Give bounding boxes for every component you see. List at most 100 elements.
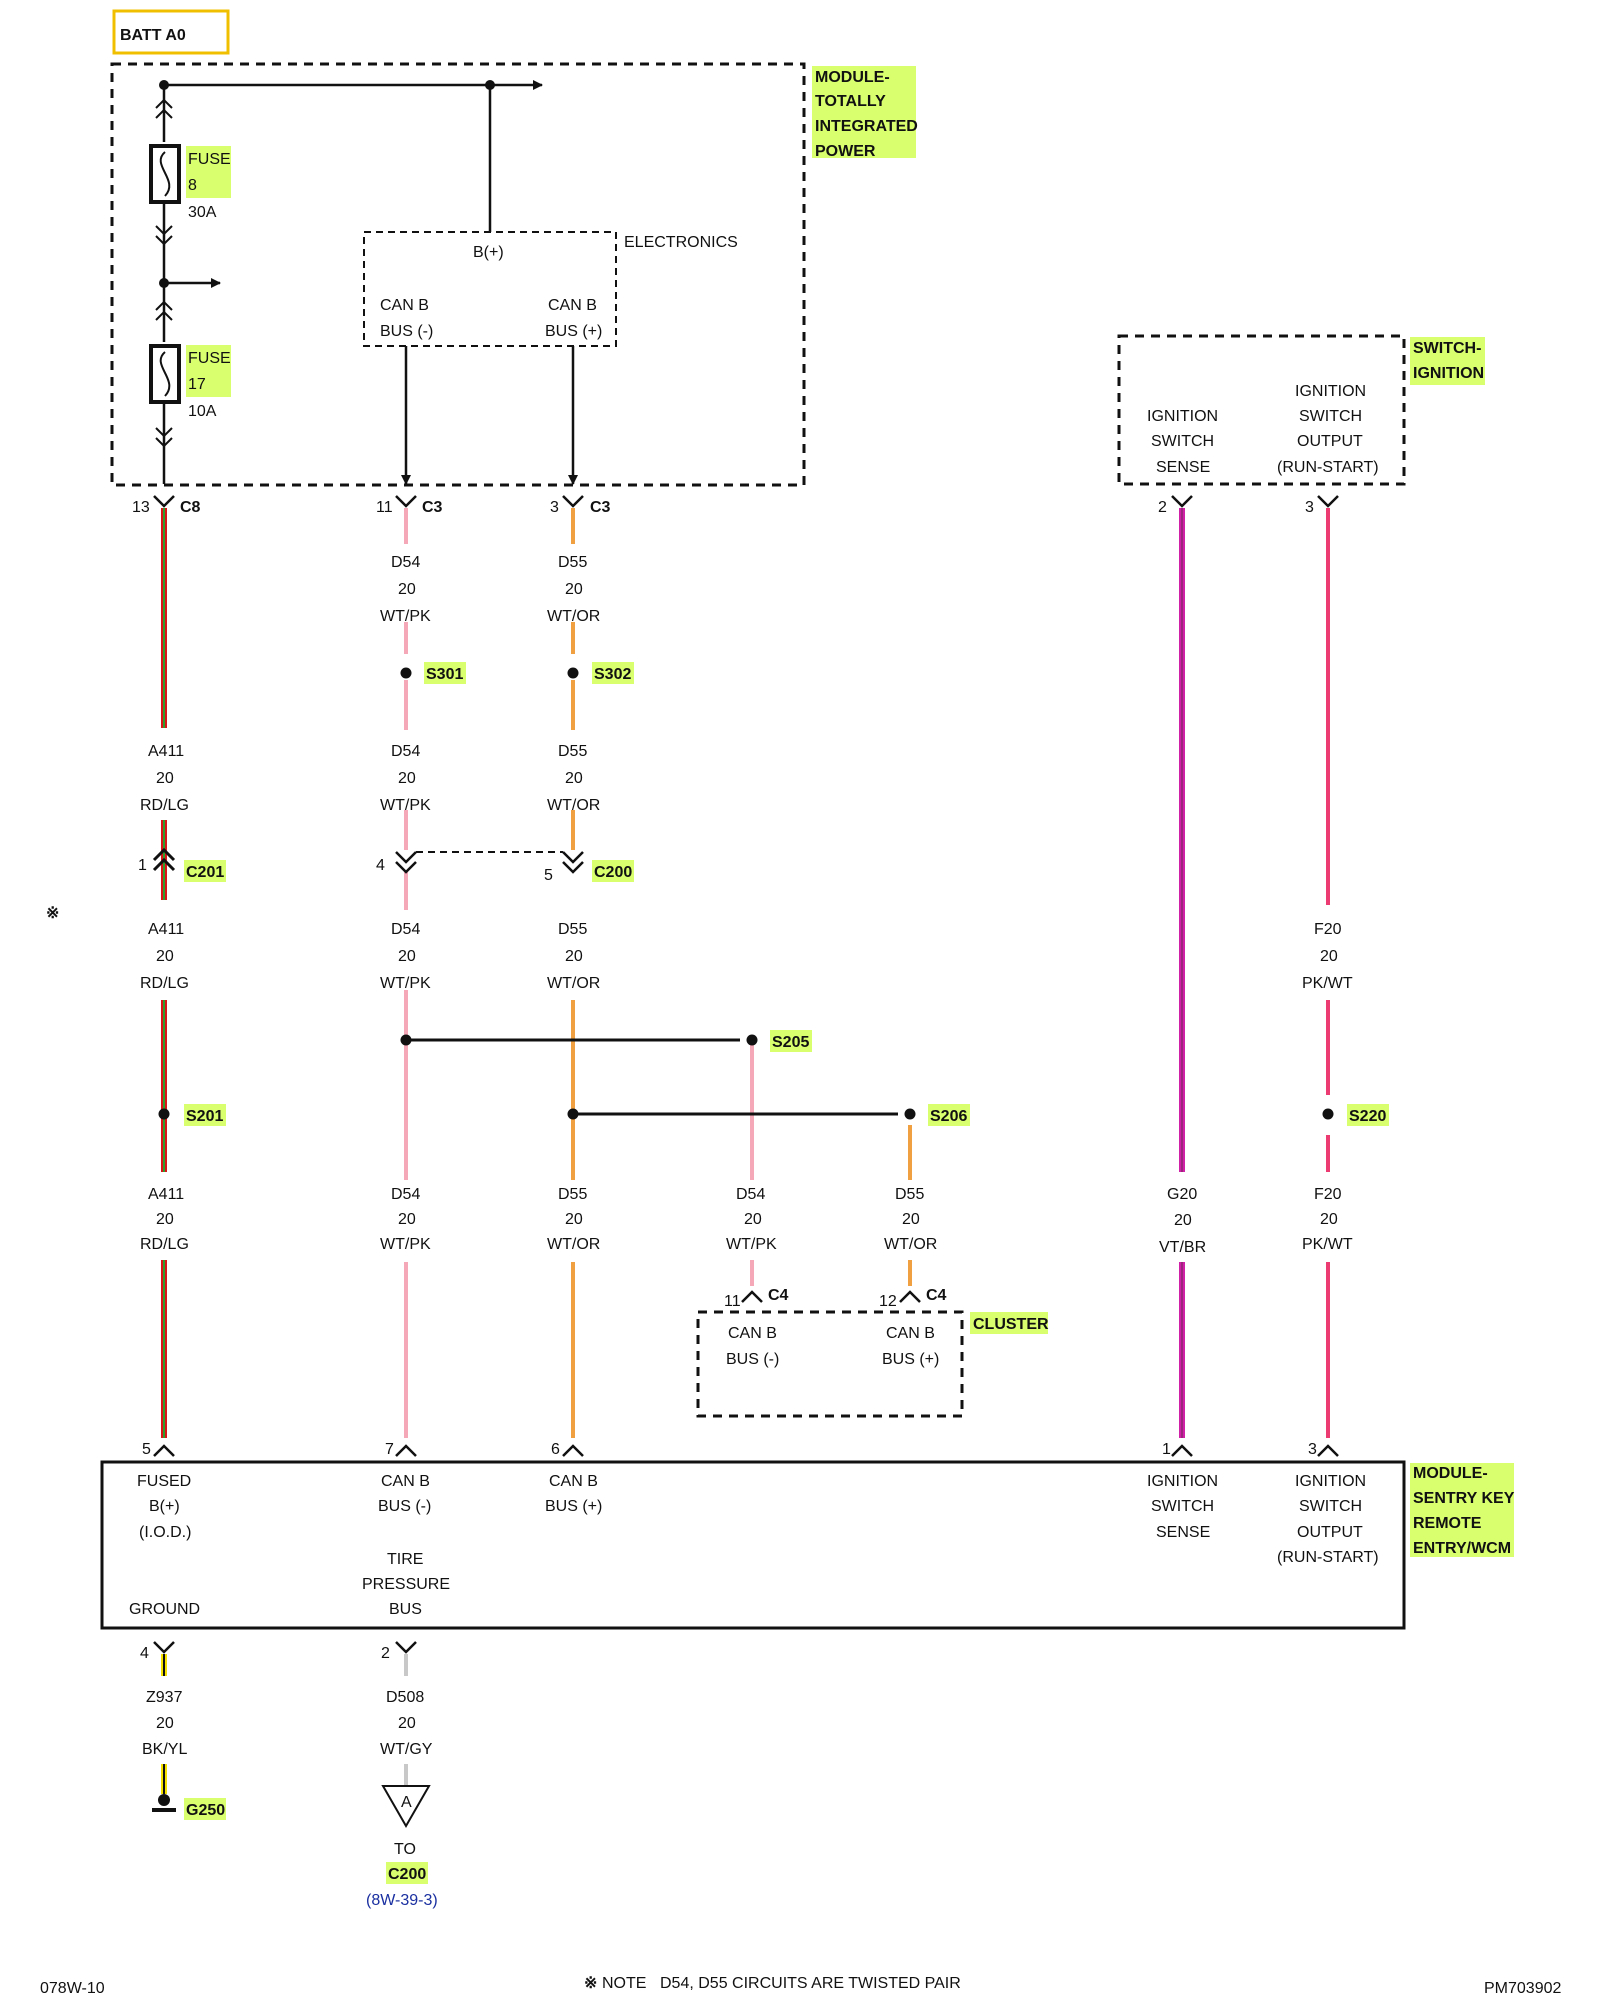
svg-text:4: 4	[140, 1645, 149, 1662]
note-twisted-pair: ※ NOTE D54, D55 CIRCUITS ARE TWISTED PAI…	[584, 1975, 961, 1992]
splice-s205	[746, 1034, 758, 1046]
skreem-pin-5	[153, 1444, 175, 1457]
svg-text:20: 20	[565, 1211, 583, 1228]
offpage-connector-a: A	[381, 1785, 431, 1829]
svg-text:20: 20	[398, 1715, 416, 1732]
svg-text:C4: C4	[926, 1287, 947, 1304]
wire-label-d55-2: D55 20 WT/OR	[547, 743, 600, 814]
svg-text:7: 7	[385, 1441, 394, 1458]
svg-text:5: 5	[142, 1441, 151, 1458]
connector-c201	[152, 847, 176, 872]
svg-text:3: 3	[1305, 499, 1314, 516]
svg-text:3: 3	[550, 499, 559, 516]
svg-text:REMOTE: REMOTE	[1413, 1515, 1482, 1532]
svg-text:SENSE: SENSE	[1156, 459, 1210, 476]
svg-text:SWITCH: SWITCH	[1299, 408, 1362, 425]
svg-text:RD/LG: RD/LG	[140, 975, 189, 992]
svg-text:5: 5	[544, 867, 553, 884]
svg-text:BUS (+): BUS (+)	[545, 323, 602, 340]
svg-text:20: 20	[565, 770, 583, 787]
skreem-pin-2	[395, 1641, 417, 1654]
skreem-module-name: MODULE- SENTRY KEY REMOTE ENTRY/WCM	[1410, 1463, 1515, 1557]
skreem-pin-6	[562, 1444, 584, 1457]
svg-text:20: 20	[398, 1211, 416, 1228]
svg-text:FUSE: FUSE	[188, 350, 231, 367]
svg-text:IGNITION: IGNITION	[1295, 1473, 1366, 1490]
svg-text:SWITCH-: SWITCH-	[1413, 340, 1481, 357]
fuse-17	[149, 344, 181, 404]
wire-label-a411-2: A411 20 RD/LG	[140, 921, 189, 992]
svg-text:CLUSTER: CLUSTER	[973, 1316, 1049, 1333]
svg-text:D55: D55	[558, 921, 587, 938]
offpage-reference-link[interactable]: (8W-39-3)	[366, 1892, 438, 1909]
svg-text:RD/LG: RD/LG	[140, 1236, 189, 1253]
svg-text:WT/GY: WT/GY	[380, 1741, 433, 1758]
svg-text:WT/PK: WT/PK	[726, 1236, 777, 1253]
wire-label-f20-1: F20 20 PK/WT	[1302, 921, 1353, 992]
svg-text:F20: F20	[1314, 1186, 1342, 1203]
svg-text:D55: D55	[558, 554, 587, 571]
svg-text:D54: D54	[391, 921, 420, 938]
svg-text:12: 12	[879, 1293, 897, 1310]
svg-text:CAN B: CAN B	[548, 297, 597, 314]
svg-text:D55: D55	[558, 743, 587, 760]
ground-symbol	[152, 1794, 176, 1812]
svg-text:MODULE-: MODULE-	[815, 69, 890, 86]
svg-text:B(+): B(+)	[473, 244, 504, 261]
svg-text:C200: C200	[594, 864, 632, 881]
connector-c8-pin-13	[153, 495, 175, 508]
connector-c3-pin-3	[562, 495, 584, 508]
svg-text:4: 4	[376, 857, 385, 874]
svg-text:BUS (-): BUS (-)	[726, 1351, 779, 1368]
splice-s301	[400, 667, 412, 679]
wire-label-d54-4: D54 20 WT/PK	[380, 1186, 431, 1253]
svg-text:13: 13	[132, 499, 150, 516]
svg-text:BK/YL: BK/YL	[142, 1741, 187, 1758]
svg-text:SWITCH: SWITCH	[1151, 1498, 1214, 1515]
svg-text:C200: C200	[388, 1866, 426, 1883]
svg-text:(RUN-START): (RUN-START)	[1277, 459, 1379, 476]
cluster-connector-pin-12	[899, 1290, 921, 1303]
svg-text:8: 8	[188, 177, 197, 194]
svg-text:10A: 10A	[188, 403, 217, 420]
svg-text:G20: G20	[1167, 1186, 1197, 1203]
ignition-connector-pin-2	[1171, 495, 1193, 508]
svg-text:SWITCH: SWITCH	[1151, 433, 1214, 450]
splice-s220	[1322, 1108, 1334, 1120]
svg-text:20: 20	[1174, 1212, 1192, 1229]
svg-text:20: 20	[902, 1211, 920, 1228]
svg-text:A: A	[401, 1794, 412, 1811]
svg-text:A411: A411	[148, 921, 184, 938]
svg-text:2: 2	[381, 1645, 390, 1662]
svg-text:CAN B: CAN B	[381, 1473, 430, 1490]
cluster-box	[696, 1310, 964, 1418]
svg-text:CAN B: CAN B	[380, 297, 429, 314]
splice-s205-left	[400, 1034, 412, 1046]
svg-text:11: 11	[376, 499, 393, 516]
wire-label-f20-2: F20 20 PK/WT	[1302, 1186, 1353, 1253]
wire-label-a411-3: A411 20 RD/LG	[140, 1186, 189, 1253]
svg-text:BUS (+): BUS (+)	[545, 1498, 602, 1515]
svg-text:WT/OR: WT/OR	[547, 1236, 600, 1253]
svg-text:TIRE: TIRE	[387, 1551, 423, 1568]
connector-c200-pin-4	[395, 851, 417, 874]
wire-label-a411-1: A411 20 RD/LG	[140, 743, 189, 814]
svg-text:A411: A411	[148, 1186, 184, 1203]
svg-text:PRESSURE: PRESSURE	[362, 1576, 450, 1593]
skreem-pin-3	[1317, 1444, 1339, 1457]
svg-text:OUTPUT: OUTPUT	[1297, 1524, 1363, 1541]
tipm-module-name: MODULE- TOTALLY INTEGRATED POWER	[812, 66, 918, 160]
svg-text:20: 20	[565, 581, 583, 598]
svg-text:WT/PK: WT/PK	[380, 1236, 431, 1253]
svg-text:※: ※	[584, 1975, 597, 1992]
svg-text:BUS (-): BUS (-)	[378, 1498, 431, 1515]
svg-text:OUTPUT: OUTPUT	[1297, 433, 1363, 450]
skreem-pin-1	[1171, 1444, 1193, 1457]
splice-s302	[567, 667, 579, 679]
svg-text:1: 1	[138, 857, 147, 874]
svg-text:VT/BR: VT/BR	[1159, 1239, 1206, 1256]
svg-text:S220: S220	[1349, 1108, 1386, 1125]
svg-text:C3: C3	[422, 499, 443, 516]
svg-text:2: 2	[1158, 499, 1167, 516]
